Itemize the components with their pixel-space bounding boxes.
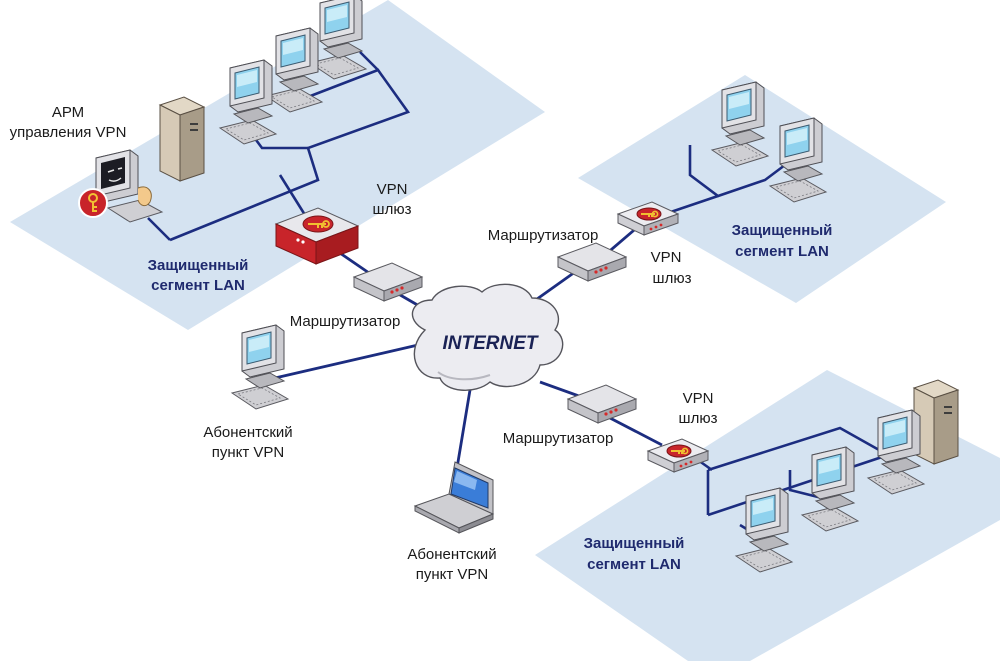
subscriber-left-line2: пункт VPN: [212, 444, 285, 461]
workstation-icon: [231, 324, 289, 410]
vpn-gateway-tl-line1: VPN: [377, 181, 408, 198]
router-left-label: Маршрутизатор: [290, 313, 401, 330]
server-tower-icon: [913, 379, 959, 465]
arm-label-line2: управления VPN: [10, 124, 127, 141]
firewall-vpn-gateway-icon: [274, 207, 360, 265]
segment-br-line2: сегмент LAN: [587, 556, 681, 573]
segment-tl-line1: Защищенный: [148, 257, 249, 274]
segment-tl-line2: сегмент LAN: [151, 277, 245, 294]
subscriber-left-line1: Абонентский: [203, 424, 292, 441]
laptop-icon: [413, 461, 495, 534]
subscriber-bottom-line1: Абонентский: [407, 546, 496, 563]
key-badge-icon: [78, 188, 108, 218]
segment-tr-line1: Защищенный: [732, 222, 833, 239]
vpn-gateway-tl-line2: шлюз: [373, 201, 412, 218]
vpn-gateway-br-line2: шлюз: [679, 410, 718, 427]
router-icon: [567, 384, 637, 424]
router-top-right-label: Маршрутизатор: [488, 227, 599, 244]
segment-tr-line2: сегмент LAN: [735, 243, 829, 260]
internet-label: INTERNET: [443, 333, 539, 354]
lan-segment-top-left: [10, 0, 545, 330]
arm-label-line1: АРМ: [52, 104, 84, 121]
vpn-gateway-br-line1: VPN: [683, 390, 714, 407]
lan-segment-top-right: [578, 75, 946, 303]
subscriber-bottom-line2: пункт VPN: [416, 566, 489, 583]
vpn-gateway-tr-line1: VPN: [651, 249, 682, 266]
router-bottom-right-label: Маршрутизатор: [503, 430, 614, 447]
admin-workstation-icon: [95, 149, 164, 223]
vpn-gateway-tr-line2: шлюз: [653, 270, 692, 287]
server-tower-icon: [159, 96, 205, 182]
segment-br-line1: Защищенный: [584, 535, 685, 552]
internet-cloud-icon: [411, 283, 564, 391]
